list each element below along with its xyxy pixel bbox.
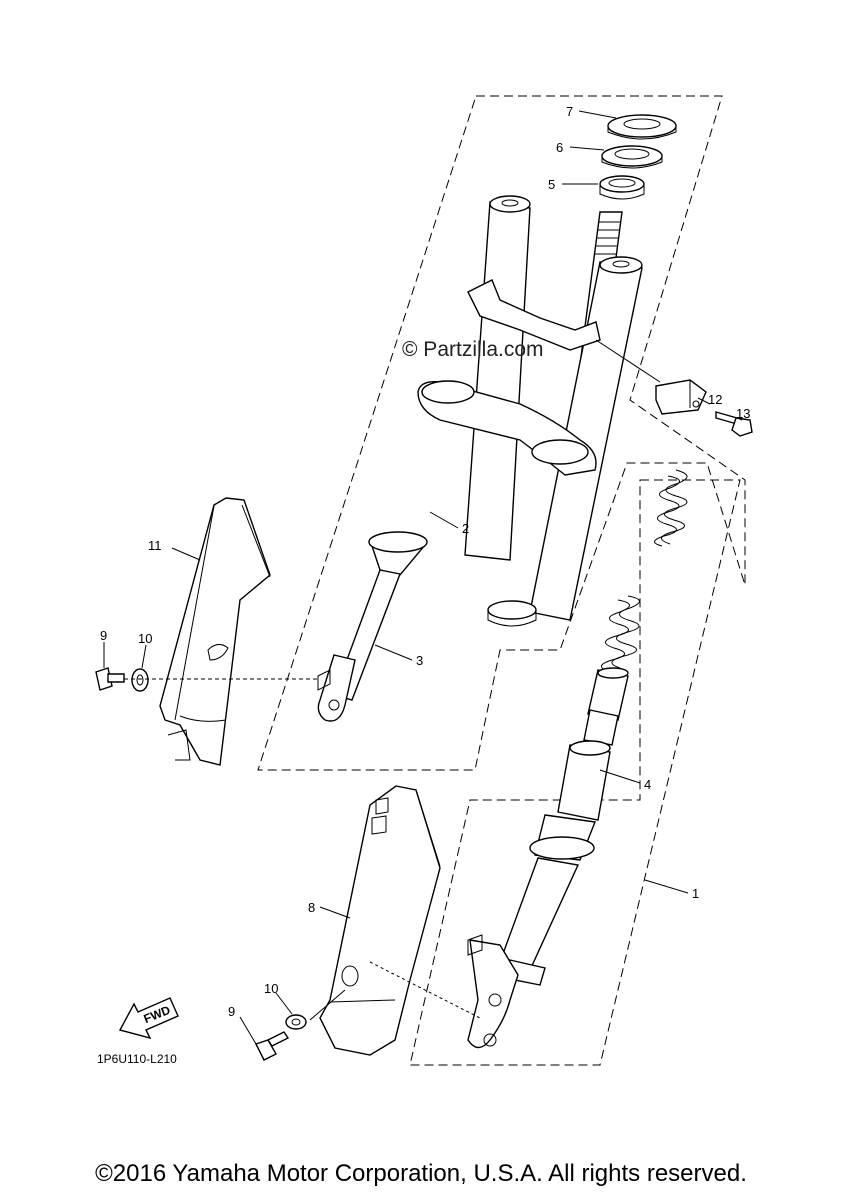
callout-5: 5 [548,177,555,192]
callout-10-upper: 10 [138,631,152,646]
partzilla-watermark: © Partzilla.com [402,338,544,361]
part-10-collar-upper[interactable] [131,668,149,692]
callout-12: 12 [708,392,722,407]
part-13-bolt[interactable] [715,411,753,437]
callout-10-lower: 10 [264,981,278,996]
forward-direction-arrow: FWD [118,997,179,1040]
assembly-outline-upper [257,95,746,771]
callout-6: 6 [556,140,563,155]
fork-tube-right-lower [487,600,537,627]
callout-2: 2 [462,521,469,536]
part-4-damper-rod[interactable] [557,667,629,821]
part-7-seal-ring[interactable] [607,114,677,140]
part-11-fork-guard[interactable] [159,497,271,766]
callout-9-lower: 9 [228,1004,235,1019]
callout-7: 7 [566,104,573,119]
part-6-dust-seal[interactable] [601,145,663,169]
part-8-fork-guard[interactable] [319,785,441,1056]
callout-1: 1 [692,886,699,901]
assembly-outline-lower [409,479,741,1066]
handle-bracket [467,279,601,351]
figure-code: 1P6U110-L210 [97,1052,177,1066]
part-12-clamp[interactable] [655,379,707,415]
part-2-fork-tube[interactable] [464,195,531,561]
callout-4: 4 [644,777,651,792]
callout-9-upper: 9 [100,628,107,643]
leader-lines [103,110,743,1045]
callout-13: 13 [736,406,750,421]
callout-3: 3 [416,653,423,668]
under-bracket [417,380,597,476]
copyright-notice: ©2016 Yamaha Motor Corporation, U.S.A. A… [95,1160,747,1187]
part-9-bolt-upper[interactable] [95,667,125,691]
part-5-oil-seal[interactable] [599,175,645,200]
part-9-bolt-lower[interactable] [255,1031,290,1061]
callout-11: 11 [148,538,162,553]
fork-spring-lower [601,595,640,673]
part-1-front-fork-assembly[interactable] [467,814,596,1049]
fork-spring-upper [654,469,688,547]
part-10-collar-lower[interactable] [285,1014,307,1030]
alignment-lines [124,339,661,1021]
part-3-outer-tube[interactable] [317,531,428,722]
callout-8: 8 [308,900,315,915]
